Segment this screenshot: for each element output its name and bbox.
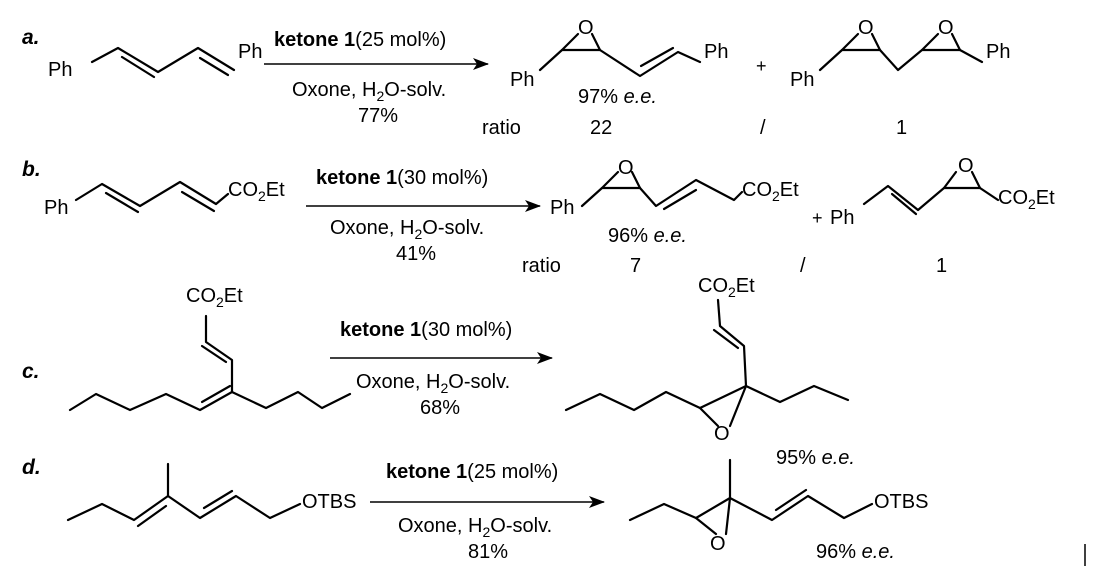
conditions-d-catalyst: ketone 1(25 mol%) [386, 461, 558, 483]
reaction-label-a: a. [22, 26, 40, 49]
product-c-structure [564, 298, 850, 428]
product-d-structure [628, 458, 874, 536]
reactant-b-structure [74, 180, 230, 214]
ratio-minor-b: 1 [936, 255, 947, 277]
reactant-d-group: OTBS [302, 491, 356, 513]
product-a2-structure [818, 32, 984, 72]
conditions-a-reagents: Oxone, H2O-solv. [292, 79, 446, 104]
conditions-c-yield: 68% [420, 397, 460, 419]
product-d-oxygen: O [710, 533, 726, 555]
reaction-c: c. CO2Et ketone 1(30 mol%) Oxone, H2O-so… [22, 275, 855, 469]
product-d-group: OTBS [874, 491, 928, 513]
product-c-oxygen: O [714, 423, 730, 445]
product-a2-oxygen-2: O [938, 17, 954, 39]
reaction-b: b. Ph CO2Et ketone 1(30 mol%) Oxone, H2O… [22, 155, 1055, 277]
product-b1-oxygen: O [618, 157, 634, 179]
product-b2-ester: CO2Et [998, 187, 1055, 212]
ratio-sep-b: / [800, 255, 806, 277]
reactant-a-group-right: Ph [238, 41, 262, 63]
plus-sign-b: + [812, 208, 823, 228]
ratio-sep-a: / [760, 117, 766, 139]
product-b2-structure [862, 170, 1000, 216]
product-b1-group-left: Ph [550, 197, 574, 219]
product-a1-group-right: Ph [704, 41, 728, 63]
conditions-b-reagents: Oxone, H2O-solv. [330, 217, 484, 242]
product-a1-ee: 97% e.e. [578, 86, 657, 108]
reactant-d-structure [66, 462, 302, 528]
ratio-major-b: 7 [630, 255, 641, 277]
product-a1-group-left: Ph [510, 69, 534, 91]
product-b2-group-left: Ph [830, 207, 854, 229]
ratio-label-b: ratio [522, 255, 561, 277]
conditions-c-reagents: Oxone, H2O-solv. [356, 371, 510, 396]
reactant-b-group-left: Ph [44, 197, 68, 219]
conditions-c-catalyst: ketone 1(30 mol%) [340, 319, 512, 341]
conditions-d-yield: 81% [468, 541, 508, 563]
reaction-label-b: b. [22, 158, 41, 181]
ratio-minor-a: 1 [896, 117, 907, 139]
ratio-major-a: 22 [590, 117, 612, 139]
product-a1-oxygen: O [578, 17, 594, 39]
product-a2-group-right: Ph [986, 41, 1010, 63]
ratio-label-a: ratio [482, 117, 521, 139]
product-a1-structure [538, 32, 702, 78]
product-b1-structure [580, 170, 744, 211]
conditions-b-yield: 41% [396, 243, 436, 265]
reactant-a-group-left: Ph [48, 59, 72, 81]
reaction-label-d: d. [22, 456, 41, 479]
reactant-c-ester: CO2Et [186, 285, 243, 310]
product-a2-oxygen-1: O [858, 17, 874, 39]
reaction-a: a. Ph Ph ketone 1(25 mol%) Oxone, H2O-so… [22, 17, 1010, 139]
conditions-d-reagents: Oxone, H2O-solv. [398, 515, 552, 540]
product-b1-ester: CO2Et [742, 179, 799, 204]
reactant-a-structure [90, 46, 236, 79]
product-b1-ee: 96% e.e. [608, 225, 687, 247]
product-a2-group-left: Ph [790, 69, 814, 91]
product-d-ee: 96% e.e. [816, 541, 895, 563]
product-b2-oxygen: O [958, 155, 974, 177]
reaction-d: d. OTBS ketone 1(25 mol%) Oxone, H2O-sol… [22, 456, 928, 563]
plus-sign-a: + [756, 56, 767, 76]
conditions-a-yield: 77% [358, 105, 398, 127]
conditions-a-catalyst: ketone 1(25 mol%) [274, 29, 446, 51]
product-c-ester: CO2Et [698, 275, 755, 300]
product-c-ee: 95% e.e. [776, 447, 855, 469]
conditions-b-catalyst: ketone 1(30 mol%) [316, 167, 488, 189]
reactant-c-structure [68, 314, 352, 412]
reactant-b-ester: CO2Et [228, 179, 285, 204]
reaction-label-c: c. [22, 360, 40, 383]
